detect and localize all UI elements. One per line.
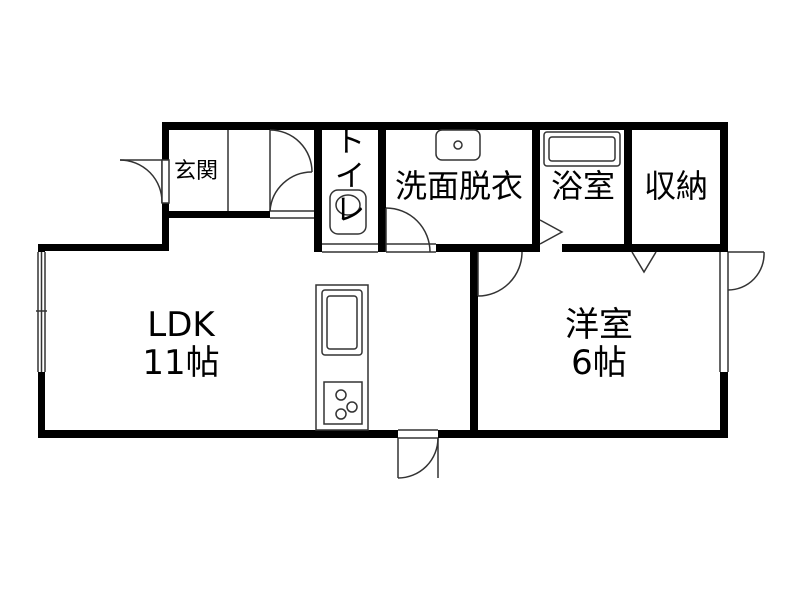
room-label-toilet: トイレ — [335, 125, 365, 228]
room-label-bath: 浴室 — [551, 167, 615, 205]
door-openings — [36, 210, 729, 439]
room-label-washroom: 洗面脱衣 — [395, 167, 523, 205]
toilet-label-char: レ — [335, 193, 365, 228]
room-label-western: 洋室 — [565, 305, 633, 345]
toilet-fixture — [329, 189, 367, 235]
kitchen-counter — [315, 284, 369, 431]
room-size-ldk: 11帖 — [142, 343, 219, 383]
toilet-label-char: イ — [335, 159, 365, 194]
bathtub — [543, 131, 621, 167]
washbasin — [435, 129, 481, 161]
room-label-storage: 収納 — [644, 167, 708, 205]
room-label-ldk: LDK — [147, 305, 216, 345]
room-size-western: 6帖 — [571, 343, 627, 383]
toilet-label-char: ト — [335, 125, 365, 160]
door-swings — [119, 129, 765, 479]
room-label-genkan: 玄関 — [174, 159, 218, 184]
interior-walls — [162, 122, 727, 438]
